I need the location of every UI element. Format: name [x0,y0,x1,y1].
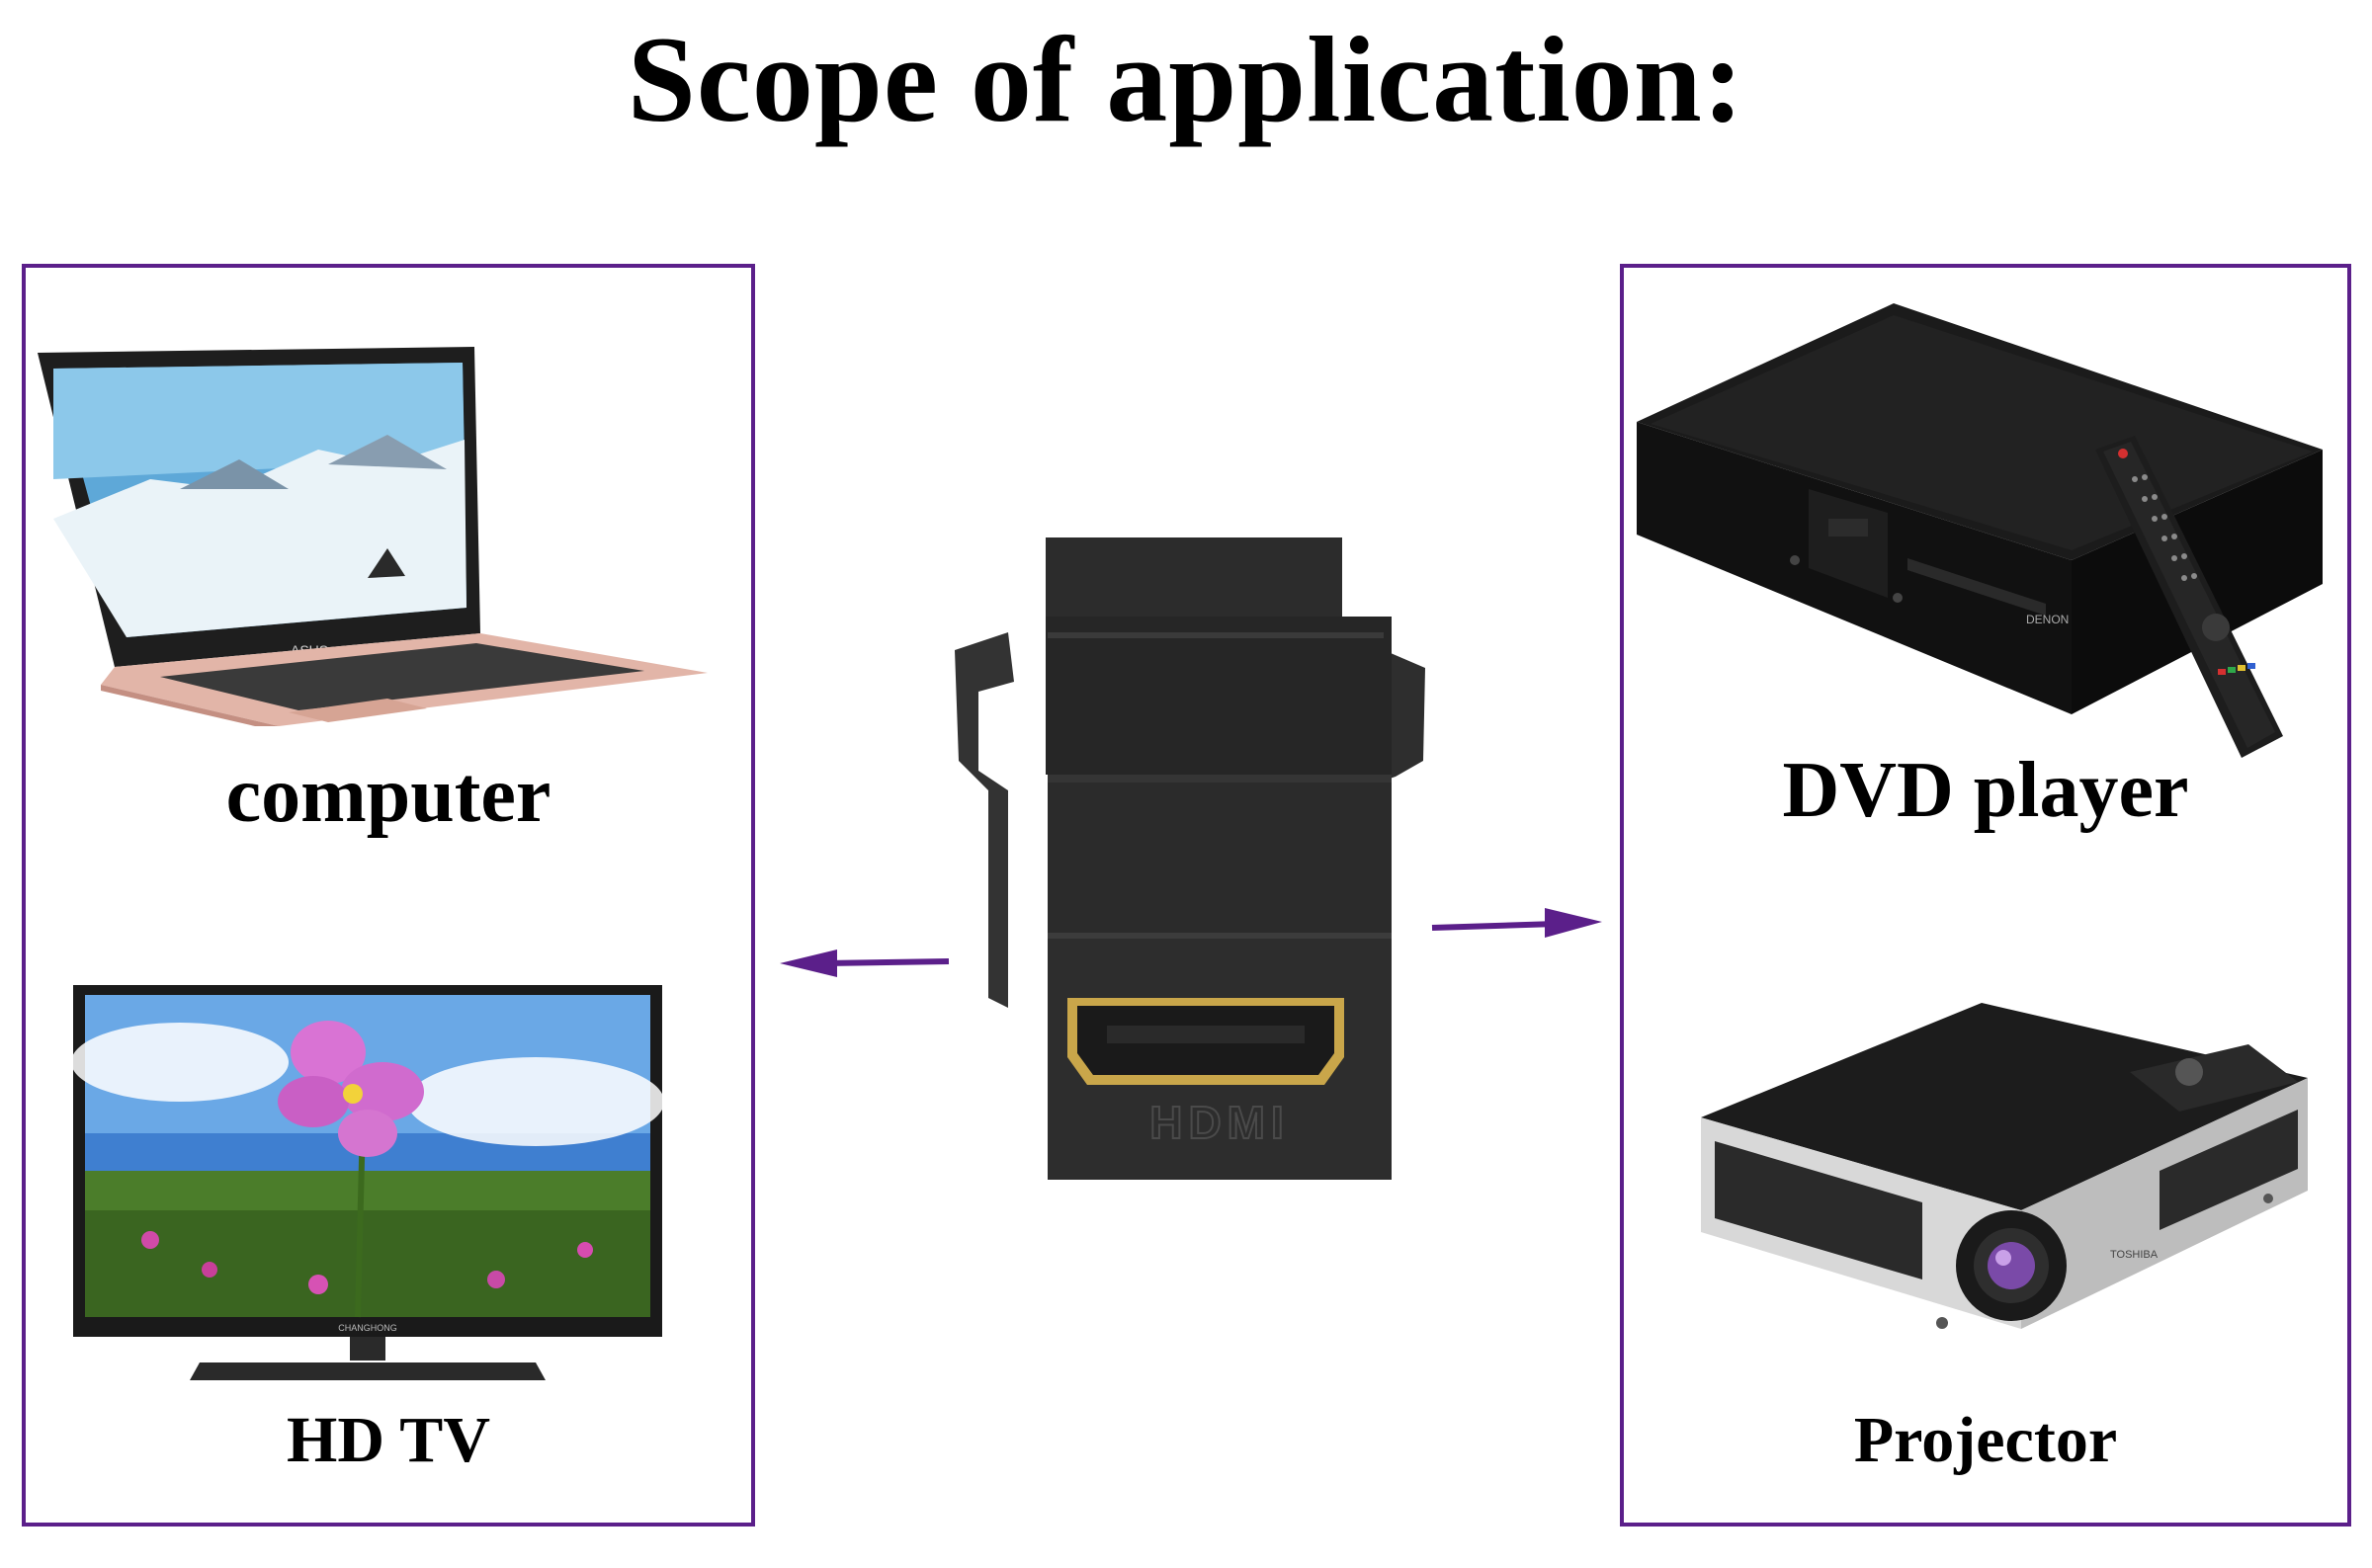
dvd-player-label: DVD player [1782,747,2189,834]
dvd-brand: DENON [2026,613,2069,626]
laptop-image: ASUS [32,341,714,726]
hdmi-keystone-adapter: HDMI [949,534,1433,1186]
hdtv-label: HD TV [287,1404,490,1476]
tv-brand: CHANGHONG [338,1323,397,1333]
dvd-player-image: DENON [1631,301,2332,766]
adapter-port-label: HDMI [1149,1097,1290,1148]
arrow-right-icon [1428,904,1606,944]
projector-label: Projector [1853,1404,2118,1476]
projector-brand: TOSHIBA [2110,1249,2159,1261]
projector-image: TOSHIBA [1695,993,2318,1349]
page-title: Scope of application: [627,12,1745,147]
computer-label: computer [225,752,551,839]
arrow-left-icon [776,944,954,983]
hdtv-image: CHANGHONG [71,983,664,1388]
